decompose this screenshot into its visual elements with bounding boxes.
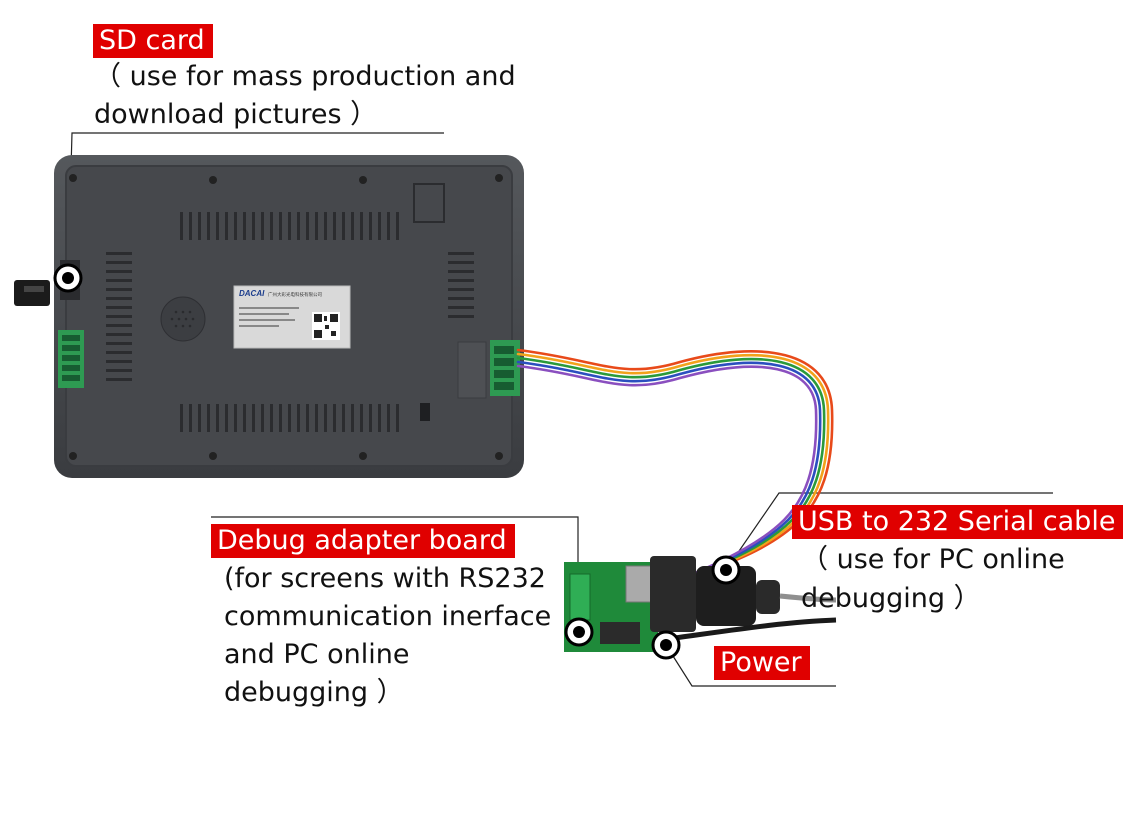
usb-cable-desc-line1: （ use for PC online (801, 544, 1065, 575)
debug-board-desc-line4: debugging ） (224, 677, 404, 708)
micro-sd-card (14, 280, 50, 306)
usb-marker (711, 555, 741, 585)
power-label: Power (714, 646, 810, 680)
sd-marker (53, 263, 83, 293)
debug-board-desc-line2: communication inerface (224, 601, 552, 632)
debug-board-desc-line3: and PC online (224, 639, 410, 670)
usb-cable-label: USB to 232 Serial cable (792, 505, 1124, 539)
db9-connector (650, 556, 837, 632)
top-vents (180, 212, 399, 240)
recessed-slot (413, 183, 445, 223)
debug-board-label: Debug adapter board (211, 524, 515, 558)
dip-switch (420, 403, 430, 421)
sticker-brand: DACAI (239, 289, 265, 298)
ribbon-cable (516, 348, 834, 604)
product-label-sticker: DACAI 广州大彩光电科技有限公司 (233, 285, 351, 349)
left-vents (106, 252, 132, 381)
power-marker (651, 630, 681, 660)
debug-marker (564, 617, 594, 647)
right-vents (448, 252, 474, 318)
power-cable (659, 617, 837, 643)
hmi-device: DACAI 广州大彩光电科技有限公司 (54, 155, 524, 478)
screw-holes (69, 174, 503, 460)
usb-cable-desc-line2: debugging ） (801, 583, 981, 614)
sd-card-desc-line1: （ use for mass production and (94, 61, 516, 92)
bottom-vents (180, 404, 399, 432)
usb-leader-line (725, 492, 1053, 571)
sd-card-desc-line2: download pictures ） (94, 99, 378, 130)
power-leader-line (665, 644, 836, 687)
debug-board-desc-line1: (for screens with RS232 (224, 563, 546, 594)
debug-board-graphic (564, 562, 658, 652)
speaker-grill (160, 296, 206, 342)
sd-card-label: SD card (93, 24, 213, 58)
callout-markers (53, 263, 741, 660)
sticker-company: 广州大彩光电科技有限公司 (268, 291, 322, 298)
